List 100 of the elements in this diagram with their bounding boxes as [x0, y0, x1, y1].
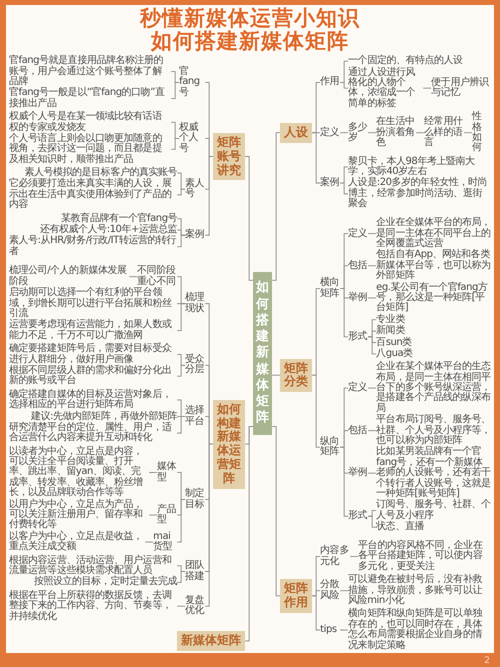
- connector-line: [312, 132, 321, 184]
- subtopic-label: 在生活中扮演着角色: [376, 117, 416, 148]
- connector-line: [340, 288, 349, 338]
- connector-line: [340, 630, 349, 631]
- note-text: 以用户为中心，立足点为产品，可以关注新注册用户、留存率和付费转化等: [9, 500, 150, 531]
- note-text: 百sun类: [376, 338, 412, 348]
- note-text: 比如某男装品牌有一个官fang号，还有一个新媒体老师的人设账号，还有若干个转行者人设账号，这就是一种矩阵[账号矩阵]: [376, 447, 491, 500]
- subtopic-label: 多少岁: [348, 122, 368, 144]
- note-text: 启动期可以选择一个有红利的平台领域，到增长期可以进行平台拓展和粉丝引流: [9, 288, 178, 320]
- note-text: 官fang号一般是以“官fang的口吻”直接推出产品: [9, 88, 172, 110]
- subtopic-label: 包括: [348, 260, 368, 272]
- note-text: 状态、直播: [376, 522, 424, 533]
- subtopic-label: 定义: [348, 228, 368, 239]
- note-text: 梳理公司/个人的新媒体发展阶段: [9, 266, 130, 288]
- subtopic-label: 团队搭建: [185, 561, 206, 582]
- connector-line: [170, 82, 180, 100]
- connector-line: [170, 138, 180, 150]
- note-text: 性格如何: [472, 112, 491, 154]
- note-text: eg.某公司有一个官fang方号，那么这是一种矩阵[平台矩阵]: [376, 282, 491, 314]
- note-text: 根据内容运营、活动运营、用户运营和流量运营等这些模块需求配置人员: [9, 556, 178, 576]
- connector-line: [368, 336, 377, 355]
- note-text: 权威个人号是在某一领域比较有话语权的专家或发烧友: [9, 112, 172, 133]
- note-text: 八gua类: [376, 348, 413, 360]
- note-text: 一个固定的、有特点的人设: [348, 56, 463, 67]
- page-number: 2: [484, 656, 490, 666]
- connector-line: [272, 426, 281, 596]
- branch-topic: 矩阵作用: [280, 579, 312, 613]
- connector-line: [464, 132, 473, 134]
- connector-line: [204, 156, 214, 236]
- subtopic-label: 媒体型: [157, 462, 178, 484]
- connector-line: [176, 416, 186, 434]
- note-text: 官fang号就是直接用品牌名称注册的账号，用户会通过这个账号整体了解品牌: [9, 56, 172, 88]
- connector-line: [176, 499, 186, 543]
- note-text: 便于用户辨识与记忆: [431, 78, 491, 99]
- subtopic-label: 形式: [348, 511, 368, 522]
- connector-line: [350, 556, 359, 558]
- connector-line: [244, 426, 254, 642]
- note-text: 建议:先做内部矩阵，再做外部矩阵: [30, 412, 178, 422]
- connector-line: [176, 188, 186, 196]
- connector-line: [340, 182, 349, 195]
- note-text: 平台布局订阅号、服务号、社群、个人号及小程序等，也可以称为内部矩阵: [376, 415, 491, 446]
- subtopic-label: 经常用什么样的语言: [424, 117, 464, 148]
- subtopic-label: 内容多元化: [320, 546, 350, 568]
- note-text: 素人号模拟的是目标客户的真实账号: [24, 168, 178, 178]
- subtopic-label: mai货型: [153, 532, 178, 553]
- subtopic-label: 制定目标: [185, 489, 206, 510]
- connector-line: [204, 444, 214, 607]
- subtopic-label: 定义: [348, 383, 368, 394]
- note-text: 以读者为中心，立足点是内容，可以关注全平台阅读量、打开率、跳出率、留yan、阅读、完成率、转发率、收藏率、粉丝增长，以及品牌联动合作等等: [9, 446, 150, 499]
- subtopic-label: 受众分层: [185, 355, 206, 376]
- note-text: 某教育品牌有一个官fang号: [61, 214, 178, 224]
- subtopic-label: 产品型: [157, 504, 178, 526]
- connector-line: [176, 571, 186, 584]
- note-text: 新闻类: [376, 326, 405, 336]
- connector-line: [368, 472, 377, 474]
- connector-line: [312, 596, 321, 631]
- note-text: 运营要考虑现有运营能力，如果人数或能力不足，千万不可以广撒渔网: [9, 320, 178, 342]
- subtopic-label: 案例: [185, 230, 206, 241]
- connector-line: [176, 365, 186, 377]
- connector-line: [340, 446, 349, 517]
- note-text: 确定搭建自媒体的目标及运营对象后，选择相应的平台进行矩阵布局: [9, 390, 178, 411]
- subtopic-label: 举例: [348, 468, 368, 479]
- subtopic-label: 素人号: [185, 178, 206, 200]
- note-text: 企业在某个媒体平台的生态布局，是同一主体在相同平台下的多个账号纵深运营，是搭建各个产品线的纵深布局: [376, 362, 491, 414]
- connector-line: [272, 132, 281, 281]
- connector-line: [340, 82, 349, 89]
- subtopic-label: 不同阶段重心不同: [137, 266, 178, 288]
- subtopic-label: 形式: [348, 332, 368, 342]
- branch-topic: 矩阵分类: [280, 358, 312, 392]
- connector-line: [368, 388, 377, 389]
- subtopic-label: 梳理现状: [185, 293, 206, 314]
- note-text: 黎贝卡，本人98年考上暨南大学，实际40岁左右: [348, 156, 491, 178]
- note-text: 以客户为中心，立足点是收益，重点关注成交额: [9, 532, 146, 553]
- connector-line: [368, 132, 377, 134]
- note-text: 根据不同层级人群的需求和偏好分化出新的账号或平台: [9, 366, 178, 387]
- central-topic: 如何搭建新媒体矩阵: [253, 272, 272, 435]
- connector-line: [422, 88, 432, 89]
- connector-line: [176, 606, 186, 607]
- note-text: 按照设立的目标，定时定量去完成: [34, 577, 178, 588]
- connector-line: [176, 234, 186, 248]
- subtopic-label: 权威个人号: [179, 123, 206, 154]
- note-text: 订阅号、服务号、社群、个人号及小程序: [376, 500, 491, 522]
- connector-line: [340, 590, 349, 592]
- connector-line: [340, 132, 349, 134]
- connector-line: [272, 374, 281, 376]
- branch-topic: 人设: [280, 123, 312, 143]
- note-text: 可以避免在被封号后，没有补救措施，导致崩溃，多账号可以让风险min小化: [348, 575, 491, 606]
- note-text: 它必须要打造出来真实丰满的人设，展示出在生活中真实使用体验到了产品的内容: [9, 179, 178, 211]
- subtopic-label: 选择平台: [185, 406, 206, 428]
- subtopic-label: 通过人设进行风格化的人物个体，浓缩成一个简单的标签: [348, 68, 424, 110]
- connector-line: [176, 303, 186, 332]
- subtopic-label: 举例: [348, 292, 368, 304]
- connector-line: [144, 542, 154, 543]
- connector-line: [148, 514, 158, 516]
- connector-line: [312, 374, 321, 448]
- subtopic-label: 纵向矩阵: [320, 437, 340, 458]
- connector-line: [128, 276, 138, 278]
- note-text: 根据在平台上所获得的数据反馈，去调整接下来的工作内容、方向、节奏等，并持续优化: [9, 590, 178, 622]
- note-text: 确定要搭建矩阵号后，需要对目标受众进行人群细分，做好用户画像: [9, 344, 178, 365]
- note-text: 企业在全媒体平台的布局，是同一主体在不同平台上的全网覆盖式运营: [376, 218, 491, 250]
